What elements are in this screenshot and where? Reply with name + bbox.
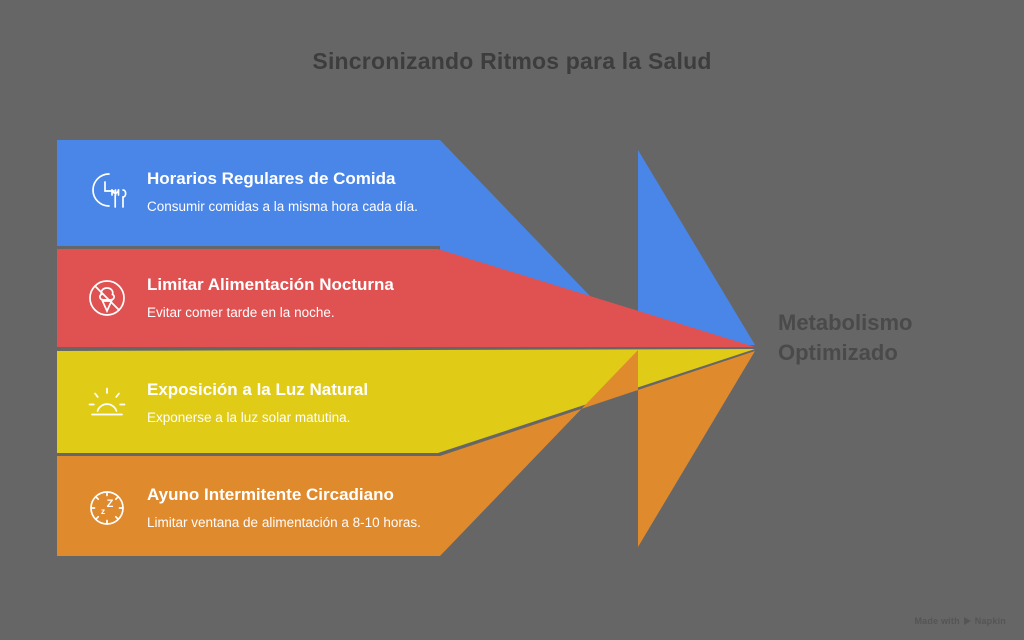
arrow-bands: [57, 140, 755, 556]
band-red[interactable]: [57, 249, 755, 347]
watermark-text: Made with: [914, 616, 960, 626]
page-title: Sincronizando Ritmos para la Salud: [312, 48, 712, 74]
outcome-line-1: Metabolismo: [778, 310, 913, 335]
band-orange[interactable]: [57, 456, 440, 556]
play-triangle-icon: [963, 617, 971, 625]
watermark-brand: Napkin: [974, 616, 1006, 626]
outcome-label: Metabolismo Optimizado: [778, 308, 1008, 367]
band-orange-chevron[interactable]: [440, 350, 755, 556]
outcome-line-2: Optimizado: [778, 339, 898, 365]
watermark: Made with Napkin: [914, 616, 1006, 626]
band-yellow[interactable]: [57, 349, 755, 453]
